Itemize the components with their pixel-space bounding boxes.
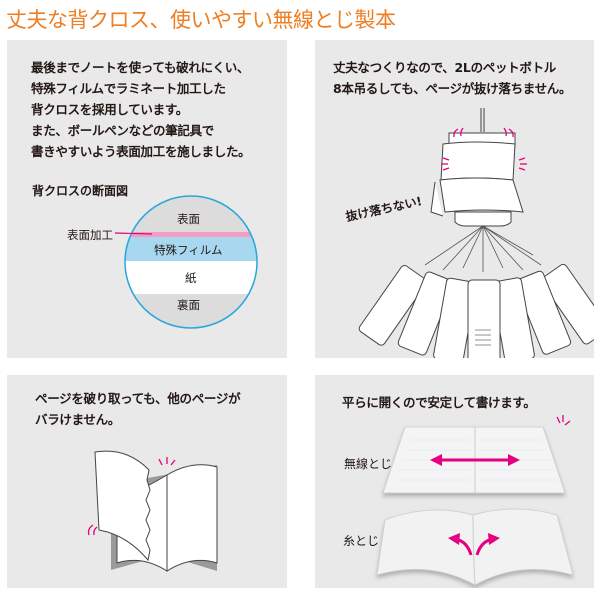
hanging-notebook-bottles-icon	[358, 108, 594, 358]
panel-lay-flat: 平らに開くので安定して書けます。 無線とじ 糸とじ	[315, 375, 594, 588]
panel-description: 平らに開くので安定して書けます。	[342, 392, 536, 413]
layer-special-film: 特殊フィルム	[154, 243, 223, 257]
description-line: ページを破り取っても、他のページが	[35, 391, 241, 406]
cross-section-circle-icon	[114, 195, 258, 329]
description-line: 平らに開くので安定して書けます。	[342, 395, 536, 410]
layer-paper: 紙	[185, 271, 197, 285]
panel-description: 最後までノートを使っても破れにくい、 特殊フィルムでラミネート加工した 背クロス…	[31, 57, 251, 162]
panel-back-cloth: 最後までノートを使っても破れにくい、 特殊フィルムでラミネート加工した 背クロス…	[7, 40, 287, 358]
page-title: 丈夫な背クロス、使いやすい無線とじ製本	[6, 8, 396, 32]
layer-surface: 表面	[177, 212, 200, 226]
label-thread-binding: 糸とじ	[343, 534, 380, 548]
panel-bottle-test: 丈夫なつくりなので、2Lのペットボトル 8本吊るしても、ページが抜け落ちません。	[315, 40, 594, 358]
callout-surface-treatment: 表面加工	[67, 228, 113, 242]
panel-description: 丈夫なつくりなので、2Lのペットボトル 8本吊るしても、ページが抜け落ちません。	[333, 57, 572, 99]
description-line: 特殊フィルムでラミネート加工した	[31, 81, 226, 96]
description-line: 背クロスを採用しています。	[31, 102, 188, 117]
panel-tear-page: ページを破り取っても、他のページが バラけません。	[7, 375, 287, 588]
description-line: また、ボールペンなどの筆記具で	[31, 123, 215, 138]
open-notebook-comparison-icon	[376, 415, 574, 586]
layer-back: 裏面	[177, 298, 200, 312]
label-perfect-binding: 無線とじ	[344, 457, 393, 471]
description-line: 最後までノートを使っても破れにくい、	[31, 60, 250, 75]
torn-page-notebook-icon	[87, 450, 218, 572]
diagram-title: 背クロスの断面図	[32, 184, 129, 198]
description-line: 書きやすいよう表面加工を施しました。	[31, 144, 251, 159]
panel-description: ページを破り取っても、他のページが バラけません。	[35, 389, 241, 431]
description-line: バラけません。	[35, 412, 121, 427]
description-line: 丈夫なつくりなので、2Lのペットボトル	[333, 60, 556, 75]
description-line: 8本吊るしても、ページが抜け落ちません。	[333, 81, 572, 96]
